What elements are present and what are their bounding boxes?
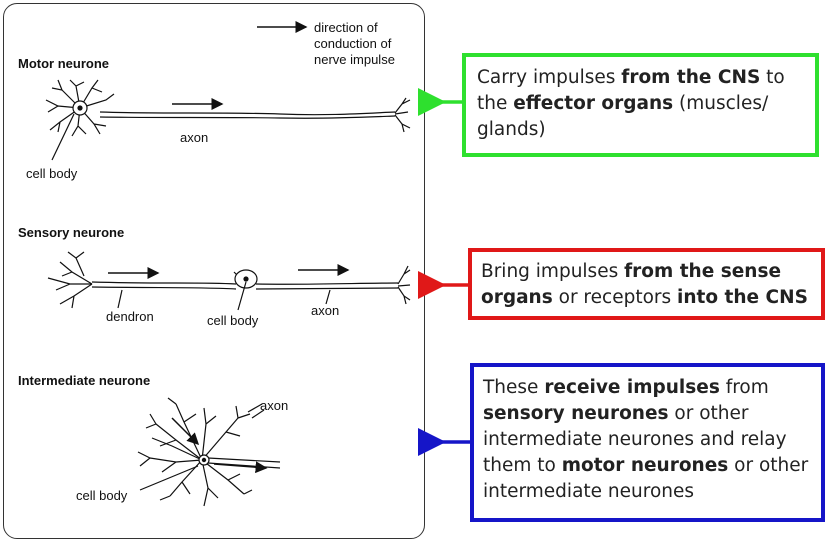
text-segment: Bring impulses (481, 261, 625, 282)
text-segment: or other intermediate neurones (483, 455, 809, 502)
sensory-description-box: Bring impulses from the sense organs or … (468, 248, 825, 320)
motor-neurone-title: Motor neurone (18, 56, 109, 71)
motor-description-text: Carry impulses from the CNS to the effec… (477, 65, 807, 143)
bold-text-segment: receive impulses (544, 377, 720, 398)
intermediate-description-text: These receive impulses from sensory neur… (483, 375, 815, 505)
bold-text-segment: into the CNS (677, 287, 808, 308)
intermediate-neurone-title: Intermediate neurone (18, 373, 151, 388)
intermediate-axon-label: axon (260, 398, 289, 413)
sensory-dendron-label: dendron (106, 309, 154, 324)
intermediate-cell-body-label: cell body (76, 488, 128, 503)
sensory-neurone-drawing (47, 251, 411, 311)
intermediate-arrow-out (213, 461, 268, 474)
text-segment: or receptors (552, 287, 678, 308)
motor-axon-label: axon (180, 130, 209, 145)
sensory-axon-label: axon (311, 303, 340, 318)
bold-text-segment: from the CNS (621, 67, 761, 88)
text-segment: (muscles/ glands) (477, 93, 769, 140)
intermediate-neurone-drawing (137, 397, 281, 507)
legend-text: direction of conduction of nerve impulse (314, 20, 395, 67)
text-segment: These (483, 377, 545, 398)
text-segment: from (719, 377, 769, 398)
intermediate-description-box: These receive impulses from sensory neur… (470, 363, 825, 522)
bold-text-segment: from the sense organs (481, 261, 781, 308)
diagram-panel (3, 3, 425, 539)
text-segment: to the (477, 67, 785, 114)
sensory-neurone-title: Sensory neurone (18, 225, 125, 240)
sensory-cell-body-label: cell body (207, 313, 259, 328)
motor-neurone-drawing (45, 79, 411, 161)
motor-cell-body-label: cell body (26, 166, 78, 181)
bold-text-segment: motor neurones (561, 455, 729, 476)
motor-description-box: Carry impulses from the CNS to the effec… (462, 53, 819, 157)
intermediate-arrow-in (171, 417, 200, 446)
text-segment: or other intermediate neurones and relay… (483, 403, 787, 476)
sensory-description-text: Bring impulses from the sense organs or … (481, 259, 815, 311)
bold-text-segment: effector organs (513, 93, 674, 114)
bold-text-segment: sensory neurones (483, 403, 669, 424)
text-segment: Carry impulses (477, 67, 622, 88)
